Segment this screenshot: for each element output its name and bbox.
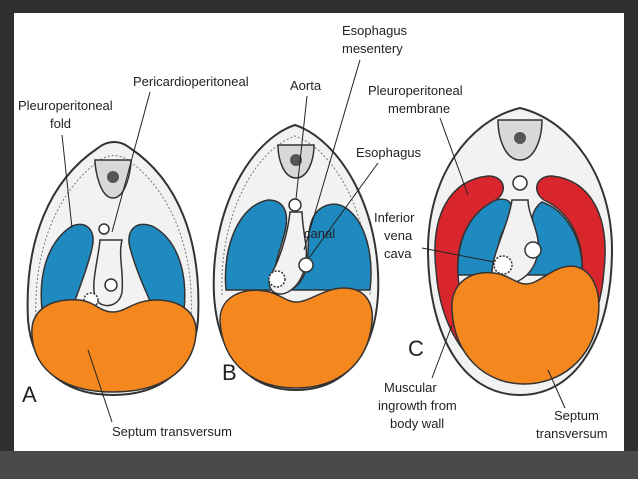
label-pleuroperitoneal-membrane-1: Pleuroperitoneal [368,83,463,98]
septum-b [219,287,374,389]
label-pleuroperitoneal-fold-1: Pleuroperitoneal [18,98,113,113]
esophagus-a [104,278,118,292]
label-ivc-1: Inferior [374,210,415,225]
leader-muscular [431,324,453,379]
label-canal: canal [304,226,335,241]
section-a [26,141,200,397]
label-aorta: Aorta [290,78,322,93]
leader-septum-a [87,349,113,423]
bottom-bar [0,451,638,479]
label-septum-a: Septum transversum [112,424,232,439]
aorta-a [98,223,110,235]
leader-ivc [421,247,495,263]
label-ivc-3: cava [384,246,412,261]
label-esophagus: Esophagus [356,145,422,160]
leader-pleuroperitoneal-membrane [439,117,469,196]
label-muscular-2: ingrowth from [378,398,457,413]
leader-septum-c [547,369,566,409]
label-pleuroperitoneal-fold-2: fold [50,116,71,131]
panel-letter-a: A [22,382,37,407]
section-c [426,106,614,397]
body-wall-a [35,155,192,321]
labels: Pleuroperitoneal fold Pericardioperitone… [18,23,608,441]
label-muscular-3: body wall [390,416,444,431]
label-septum-c-2: transversum [536,426,608,441]
aorta-b [288,198,302,212]
spinal-cord-c [514,132,526,144]
label-pericardioperitoneal: Pericardioperitoneal [133,74,249,89]
spinal-cord-b [290,154,302,166]
aorta-c [512,175,528,191]
label-pleuroperitoneal-membrane-2: membrane [388,101,450,116]
panel-letter-b: B [222,360,237,385]
mesentery-a [93,239,124,307]
esophagus-b [298,257,314,273]
ivc-c [493,255,513,275]
section-b [212,123,380,392]
panel-letters: A B C [22,336,424,407]
ivc-b [268,270,286,288]
panel-letter-c: C [408,336,424,361]
label-septum-c-1: Septum [554,408,599,423]
esophagus-c [524,241,542,259]
label-ivc-2: vena [384,228,413,243]
leader-esophagus [308,162,379,259]
label-muscular-1: Muscular [384,380,437,395]
spinal-cord-a [107,171,119,183]
label-esophagus-mesentery-2: mesentery [342,41,403,56]
leader-pleuroperitoneal-fold [61,134,73,229]
leader-pericardioperitoneal [111,91,151,233]
leader-esophagus-mesentery [303,59,361,251]
leader-aorta [295,95,308,200]
septum-a [31,299,197,393]
cavity-left-a [40,223,94,311]
leader-lines [61,59,566,423]
septum-c [451,265,600,385]
label-esophagus-mesentery-1: Esophagus [342,23,408,38]
cavity-right-a [128,223,186,311]
